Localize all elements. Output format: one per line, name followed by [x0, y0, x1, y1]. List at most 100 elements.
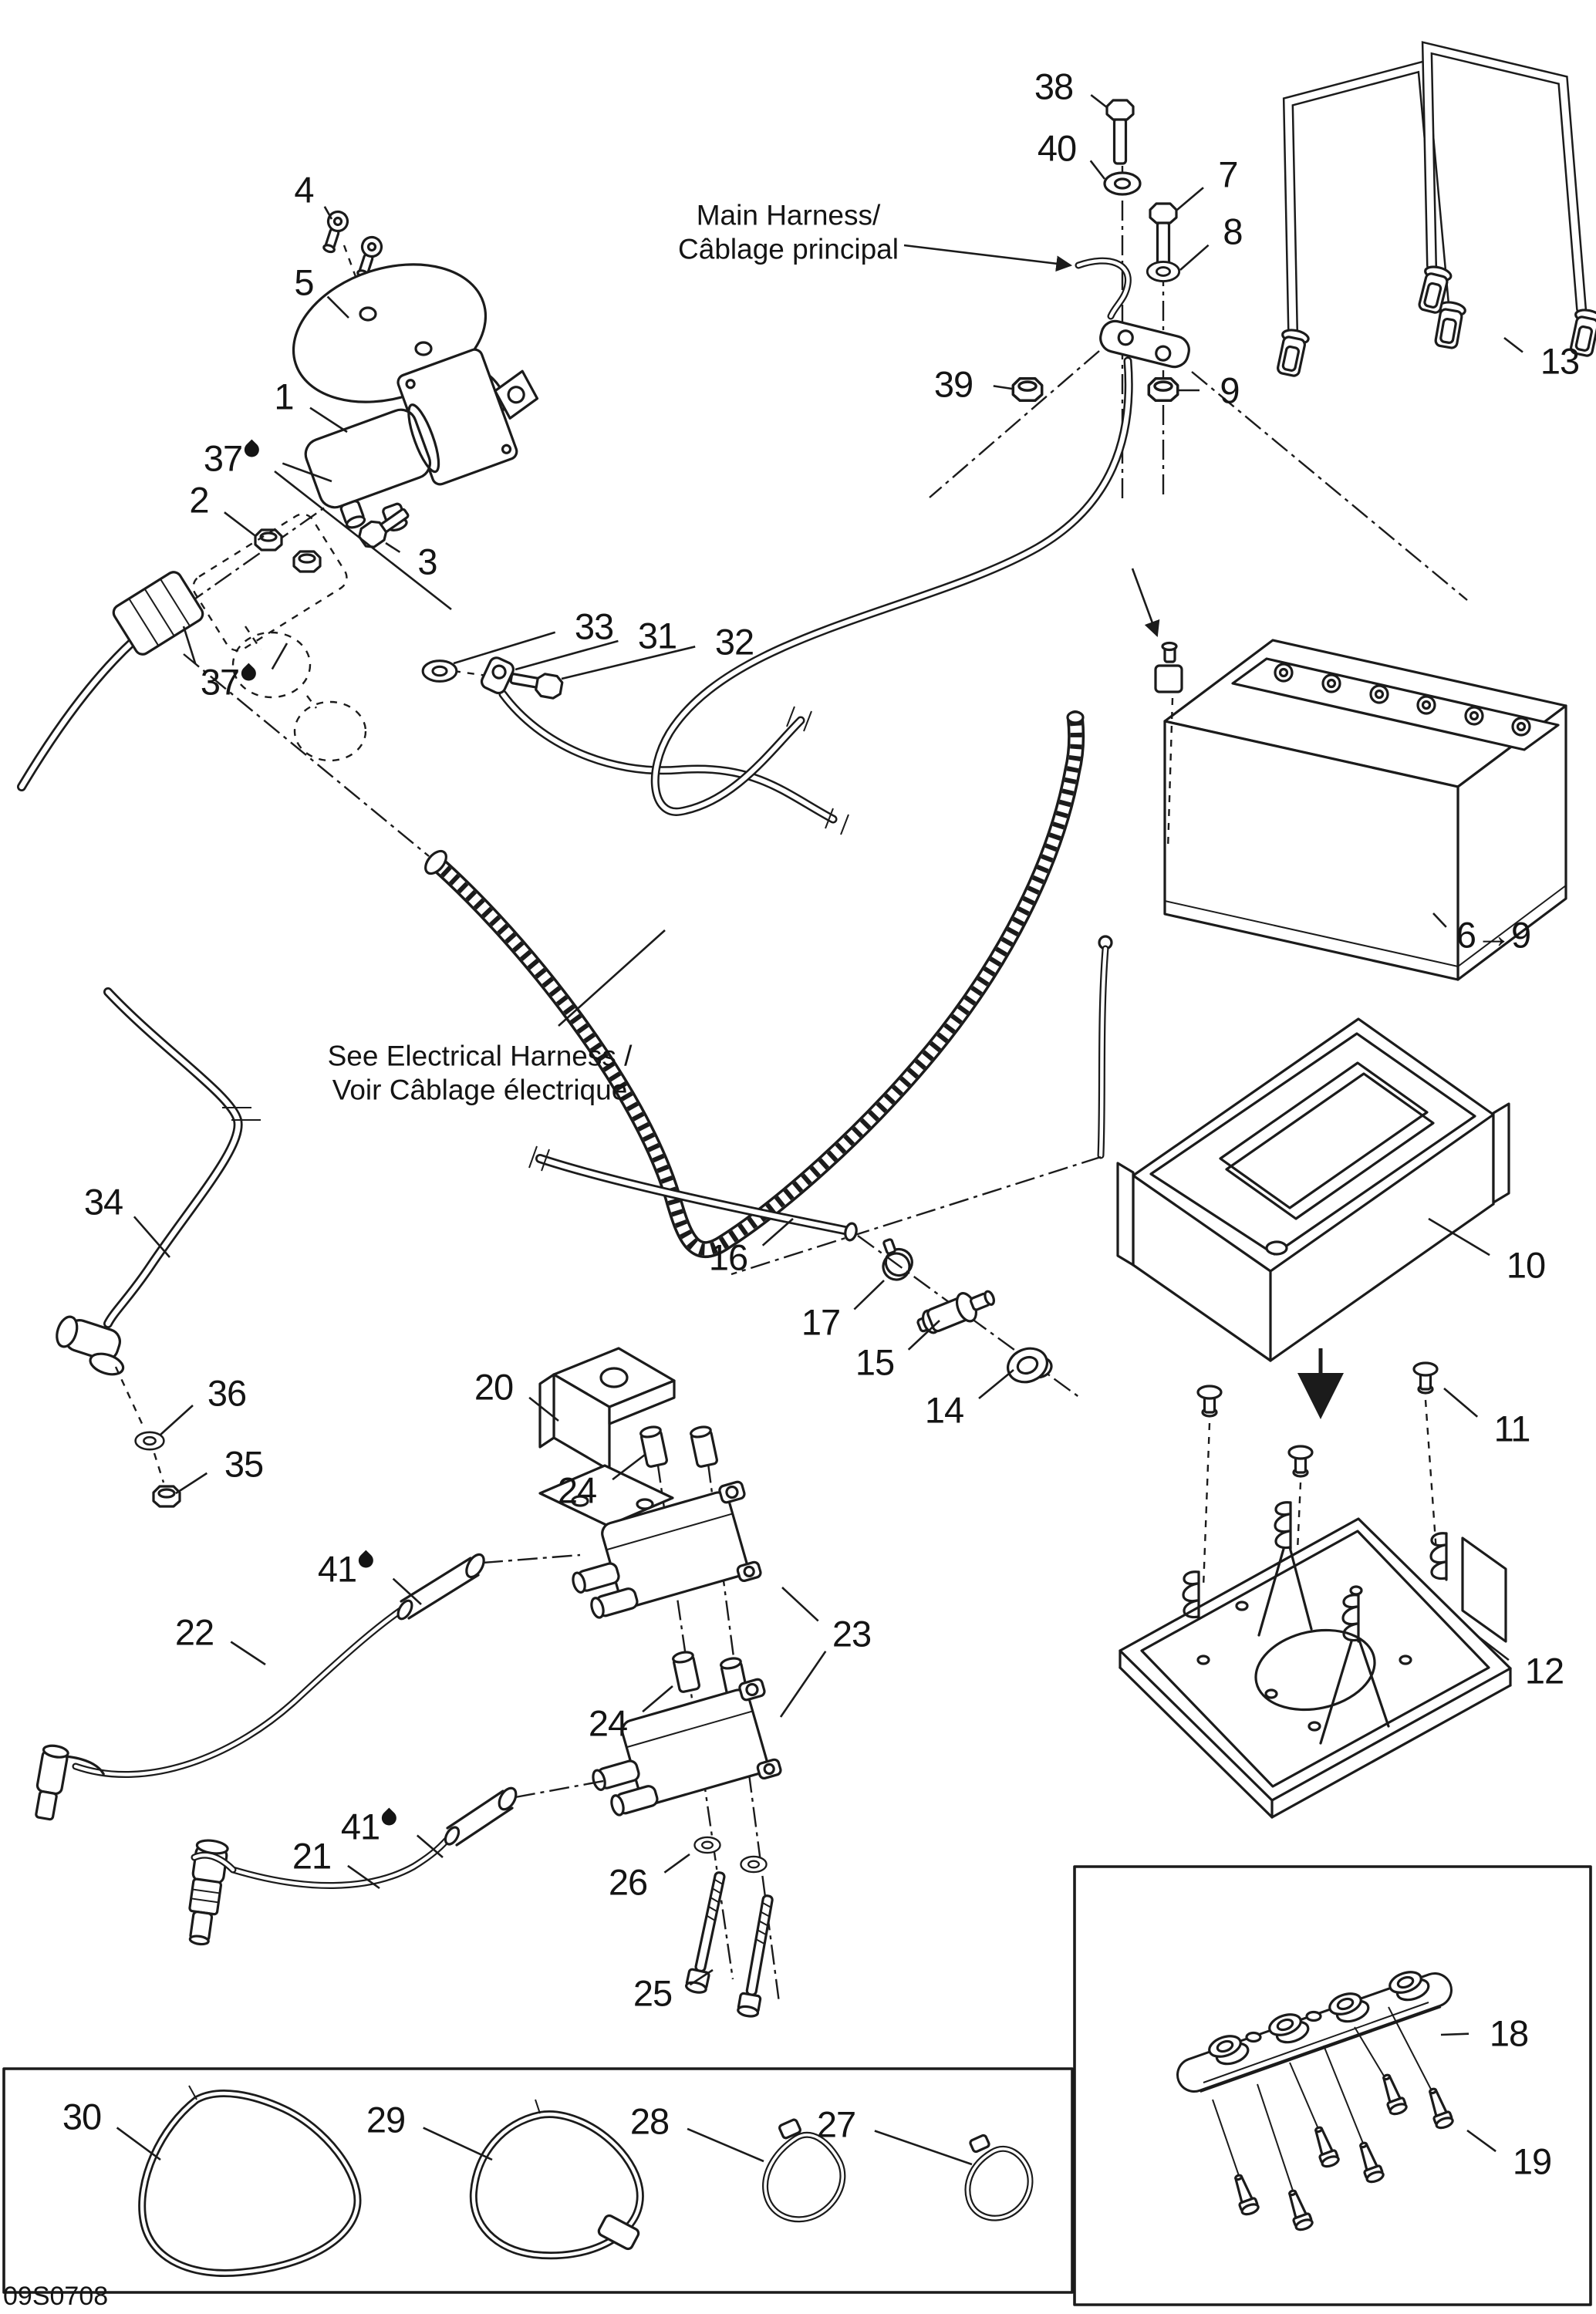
callout-label-27: 27	[816, 2103, 856, 2145]
callout-38: 38	[1034, 69, 1074, 105]
note-electrical-harness-line1: See Electrical Harness /	[327, 1040, 633, 1072]
leader-2	[224, 511, 255, 537]
callout-label-20: 20	[474, 1366, 514, 1408]
callout-26: 26	[609, 1864, 648, 1901]
nut-35	[152, 1485, 181, 1508]
nut-39	[1011, 376, 1044, 403]
callout-14: 14	[925, 1392, 964, 1429]
solenoid-assembly	[17, 207, 539, 857]
callout-label-30: 30	[62, 2096, 102, 2137]
leader-37a	[274, 470, 452, 611]
callout-10: 10	[1506, 1244, 1546, 1286]
callout-37b: 37	[201, 663, 260, 700]
spark-plug-wires	[35, 1553, 609, 1946]
callout-label-10: 10	[1506, 1244, 1546, 1286]
washer-40	[1103, 171, 1142, 196]
callout-5: 5	[294, 261, 314, 303]
leader-30	[116, 2127, 161, 2161]
leader-27	[874, 2130, 973, 2166]
washer-26a	[693, 1836, 721, 1854]
callout-label-36: 36	[207, 1372, 247, 1414]
washer-26b	[740, 1855, 768, 1874]
bolt-25a	[685, 1871, 726, 1994]
callout-label-24a: 24	[557, 1469, 597, 1511]
callout-3: 3	[417, 544, 437, 580]
callout-label-37a: 37	[203, 437, 243, 479]
grommet-14	[1007, 1347, 1053, 1384]
leader-23	[781, 1587, 819, 1622]
leader-25	[689, 1968, 714, 1986]
battery-tray-12	[1119, 1501, 1512, 1819]
callout-label-32: 32	[714, 621, 754, 663]
leader-4	[323, 206, 333, 220]
callout-37a: 37	[203, 437, 263, 479]
coil-boot-41a	[396, 1553, 485, 1621]
note-main-harness-line2: Câblage principal	[678, 234, 899, 265]
callout-label-29: 29	[366, 2099, 406, 2140]
leader-13	[1503, 336, 1523, 353]
callout-8: 8	[1223, 214, 1243, 250]
ignition-coil-23a	[572, 1480, 762, 1619]
bolt-38	[1105, 99, 1135, 165]
leader-8	[1179, 244, 1210, 271]
leader-12	[1476, 1634, 1510, 1661]
callout-label-3: 3	[417, 541, 437, 582]
callout-24a: 24	[557, 1469, 597, 1511]
callout-label-41b: 41	[340, 1806, 380, 1847]
spacer-24a	[638, 1424, 669, 1469]
callout-21: 21	[292, 1835, 332, 1877]
callout-40: 40	[1038, 130, 1077, 167]
washer-36	[134, 1431, 165, 1451]
callout-35: 35	[224, 1446, 264, 1483]
callout-22: 22	[175, 1614, 214, 1651]
leader-36	[160, 1405, 194, 1435]
battery-cable	[650, 356, 1133, 816]
callout-label-28: 28	[629, 2100, 670, 2142]
callout-19: 19	[1513, 2144, 1552, 2180]
callout-41b: 41	[340, 1806, 400, 1847]
callout-label-4: 4	[294, 169, 314, 211]
battery-cable-bracket-group	[650, 99, 1468, 816]
callout-label-24b: 24	[588, 1702, 628, 1744]
vent-hose-group	[528, 935, 1113, 1398]
callout-7: 7	[1218, 157, 1238, 193]
leader-15	[907, 1320, 940, 1351]
lubricant-droplet-icon	[238, 663, 260, 684]
callout-16: 16	[709, 1240, 748, 1276]
leader-37b	[182, 626, 197, 664]
harness-stub	[1075, 257, 1132, 320]
plate-screws-19	[1212, 2006, 1456, 2233]
callout-33: 33	[575, 609, 614, 645]
leader-26	[663, 1853, 690, 1874]
callout-label-5: 5	[294, 261, 314, 303]
callout-2: 2	[189, 482, 209, 518]
retainer-ring-28	[762, 2118, 846, 2223]
leader-41a	[392, 1577, 422, 1605]
ghost-regulator-dashed	[183, 513, 430, 857]
leader-37a	[282, 462, 332, 483]
bolt-32	[509, 673, 564, 700]
lubricant-droplet-icon	[241, 439, 263, 460]
ignition-coil-group	[538, 1347, 782, 2018]
battery-straps-13	[1273, 41, 1596, 379]
callout-15: 15	[855, 1344, 895, 1381]
note-main-harness-line1: Main Harness/	[696, 199, 881, 231]
leader-6-9	[1432, 912, 1447, 928]
callout-39: 39	[934, 366, 973, 403]
nut-2b	[292, 550, 322, 573]
callout-label-25: 25	[633, 1972, 673, 2014]
callout-6-9: 6→9	[1456, 917, 1531, 953]
callout-label-21: 21	[292, 1835, 332, 1877]
leader-18	[1440, 2032, 1469, 2036]
callout-20: 20	[474, 1366, 514, 1408]
callout-label-9: 9	[1220, 369, 1240, 411]
callout-23: 23	[832, 1616, 872, 1652]
callout-label-18: 18	[1489, 2012, 1529, 2054]
leader-37b	[271, 643, 288, 670]
note-main-harness: Main Harness/ Câblage principal	[678, 199, 899, 268]
leader-41b	[416, 1834, 444, 1858]
callout-label-11: 11	[1493, 1408, 1531, 1449]
coil-bracket-20	[538, 1347, 676, 1527]
callout-17: 17	[801, 1304, 841, 1341]
